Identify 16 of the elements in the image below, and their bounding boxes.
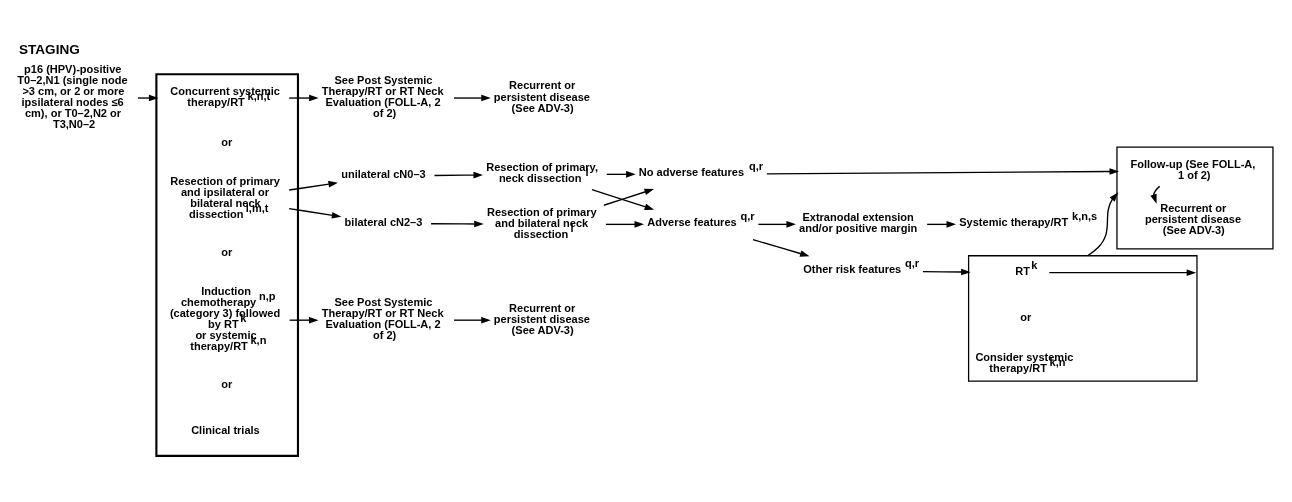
node-text: Recurrent or persistent disease (See ADV-3): [493, 78, 590, 114]
node-text: Clinical trials: [191, 423, 260, 436]
node-text: p16 (HPV)-positive T0–2,N1 (single node >3 cm, or 2 or more ipsilateral nodes ≤6 cm), or T0–2,N2 or T3,N0–2: [17, 62, 128, 130]
node-text: Extranodal extension and/or positive margin: [799, 210, 918, 234]
label: or: [221, 135, 233, 148]
label: or: [221, 245, 233, 258]
node-text: unilateral cN0–3: [341, 167, 426, 180]
label: or: [221, 377, 233, 390]
diagram-title: STAGING: [19, 41, 80, 57]
label: or: [1020, 310, 1032, 323]
node-text: Follow-up (See FOLL-A, 1 of 2): [1130, 157, 1256, 181]
node-text: See Post Systemic Therapy/RT or RT Neck Evaluation (FOLL-A, 2 of 2): [321, 295, 444, 341]
node-text: See Post Systemic Therapy/RT or RT Neck Evaluation (FOLL-A, 2 of 2): [321, 73, 444, 119]
node-text: Recurrent or persistent disease (See ADV-3): [1144, 201, 1242, 236]
node-text: Recurrent or persistent disease (See ADV-3): [493, 301, 590, 336]
node-text: bilateral cN2–3: [344, 215, 423, 228]
